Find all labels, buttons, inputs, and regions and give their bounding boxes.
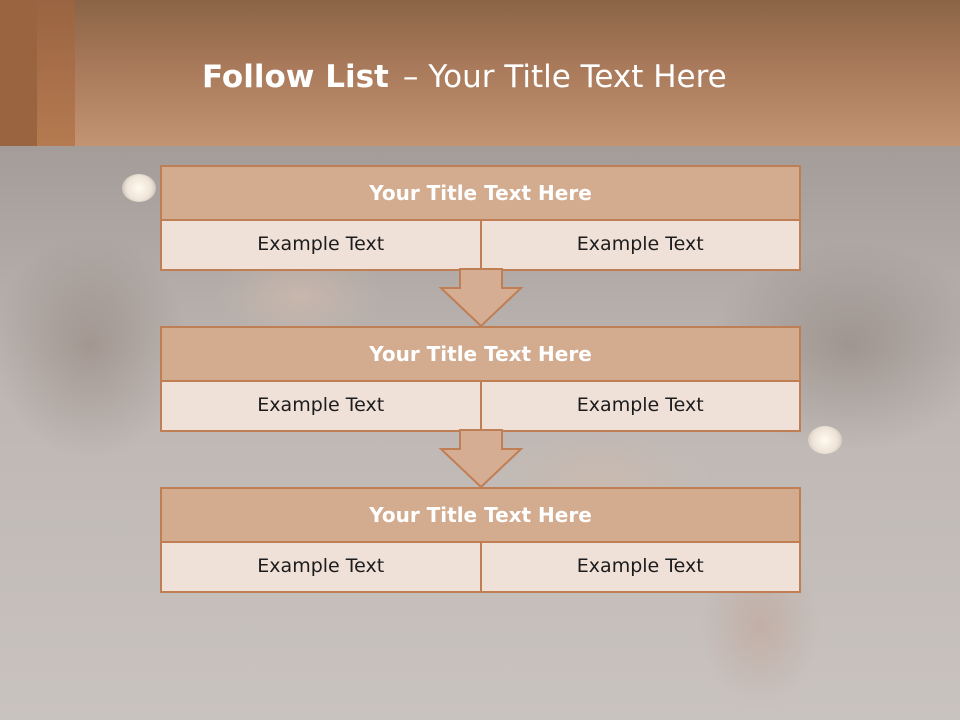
header-banner: Follow List–Your Title Text Here [0,0,960,146]
block-cell-left: Example Text [160,382,482,432]
header-accent-strip-light [37,0,75,146]
block-row: Example Text Example Text [160,382,801,432]
header-accent-strip [0,0,37,146]
block-cell-right: Example Text [481,382,801,432]
slide-title-rest: Your Title Text Here [428,59,727,95]
list-block: Your Title Text Here Example Text Exampl… [160,165,801,271]
block-row: Example Text Example Text [160,221,801,271]
block-cell-left: Example Text [160,543,482,593]
slide-title-bold: Follow List [202,59,389,95]
block-cell-left: Example Text [160,221,482,271]
block-cell-right: Example Text [481,221,801,271]
block-title: Your Title Text Here [160,326,801,382]
list-block: Your Title Text Here Example Text Exampl… [160,326,801,432]
background-light [808,426,842,454]
list-block: Your Title Text Here Example Text Exampl… [160,487,801,593]
down-arrow-icon [438,429,524,489]
block-cell-right: Example Text [481,543,801,593]
block-title: Your Title Text Here [160,487,801,543]
background-light [122,174,156,202]
slide-title: Follow List–Your Title Text Here [202,56,727,98]
block-title: Your Title Text Here [160,165,801,221]
block-row: Example Text Example Text [160,543,801,593]
slide-title-dash: – [402,59,419,95]
down-arrow-icon [438,268,524,328]
